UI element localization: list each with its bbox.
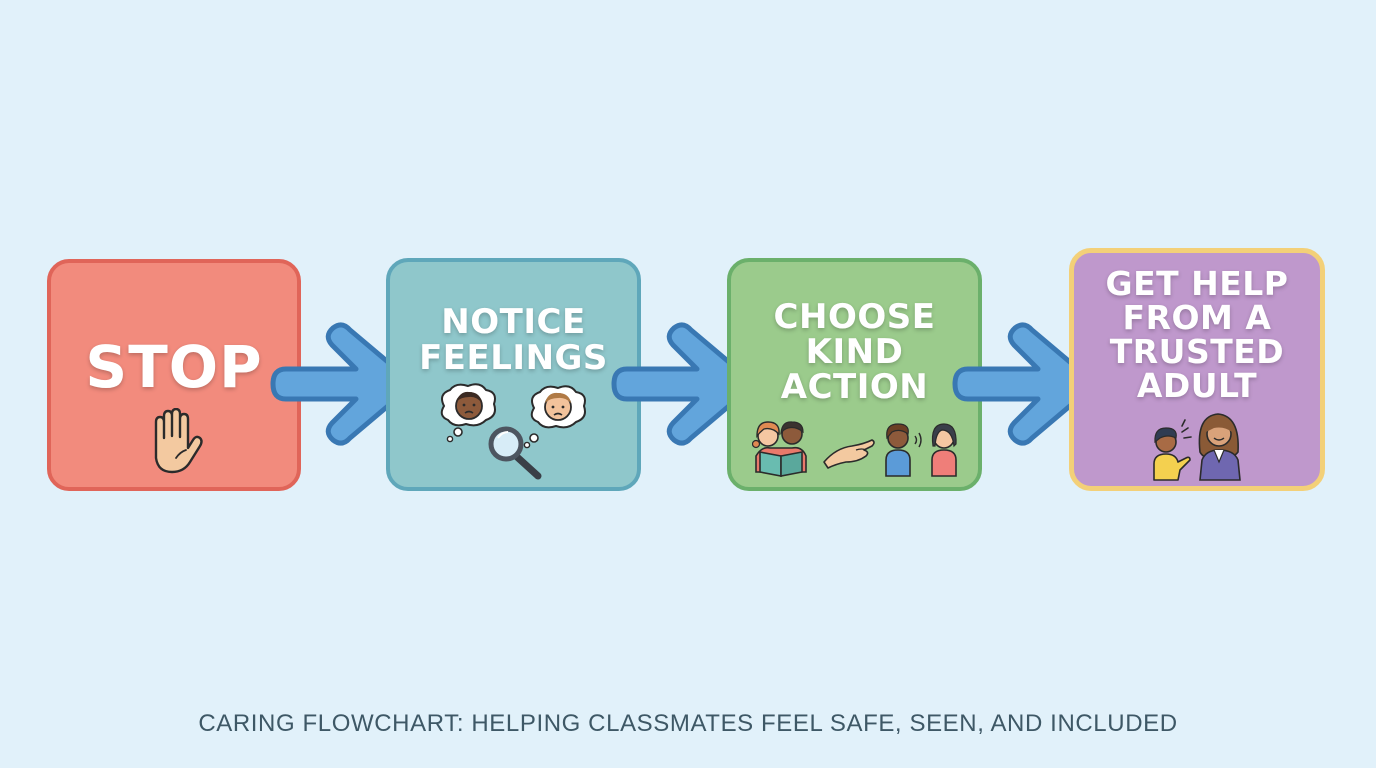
thought-bubble-sad-face-icon [440, 383, 496, 443]
thought-bubble-sad-face-icon [523, 385, 586, 449]
adult-figure-icon [1198, 413, 1241, 481]
step-get-help-trusted-adult: GET HELP FROM A TRUSTED ADULT [1069, 248, 1325, 491]
step-stop-label: STOP [85, 333, 263, 401]
flowchart-caption: CARING FLOWCHART: HELPING CLASSMATES FEE… [198, 710, 1178, 737]
magnifying-glass-icon [488, 426, 542, 480]
raised-hand-icon [154, 408, 203, 474]
child-figure-icon [1153, 419, 1192, 481]
choose-kind-action-icons [752, 421, 957, 477]
kids-reading-book-icon [752, 421, 807, 477]
open-hand-icon [823, 439, 875, 469]
arrow-notice-to-choose [611, 322, 758, 446]
step-choose-label: CHOOSE KIND ACTION [773, 297, 936, 407]
step-notice-label: NOTICE FEELINGS [419, 302, 608, 378]
step-help-label: GET HELP FROM A TRUSTED ADULT [1105, 264, 1289, 405]
notice-feelings-icons [440, 383, 586, 480]
arrow-choose-to-help [952, 322, 1099, 446]
child-talking-to-adult-icon [1153, 413, 1241, 481]
kids-talking-icon [885, 423, 957, 477]
arrow-stop-to-notice [270, 322, 417, 446]
